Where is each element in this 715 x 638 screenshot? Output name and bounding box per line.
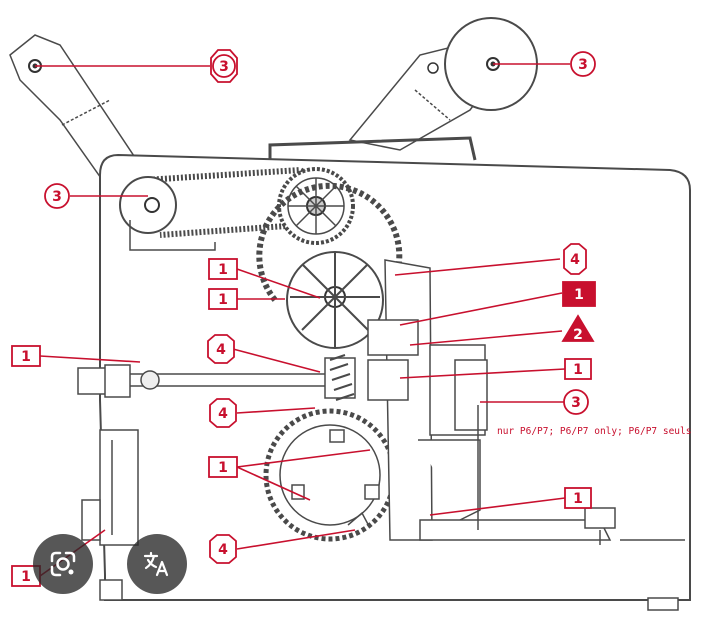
callout-label: 1 — [21, 569, 31, 585]
callout-1-d: 1 — [564, 358, 592, 380]
callout-4-bottom: 4 — [209, 534, 237, 564]
callout-label: 1 — [218, 292, 228, 308]
upper-gear-teeth — [256, 182, 403, 302]
translate-button[interactable] — [127, 534, 187, 594]
callout-4-left-a: 4 — [207, 334, 235, 364]
callout-1-c: 1 — [11, 345, 41, 367]
callout-label: 1 — [218, 460, 228, 476]
callout-3-right: 3 — [563, 389, 589, 415]
translate-icon — [143, 551, 169, 577]
callout-3-left: 3 — [44, 183, 70, 209]
housing-foot — [647, 597, 679, 611]
callout-label: 3 — [571, 395, 581, 411]
callout-1-filled: 1 — [562, 281, 596, 307]
callout-label: 3 — [219, 59, 229, 75]
callout-1-e: 1 — [208, 456, 238, 478]
callout-label: 4 — [218, 542, 228, 558]
callout-label: 4 — [216, 342, 226, 358]
callout-label: 1 — [21, 349, 31, 365]
model-note: nur P6/P7; P6/P7 only; P6/P7 seuls — [497, 426, 691, 437]
callout-label: 1 — [574, 287, 584, 303]
callout-1-f: 1 — [564, 487, 592, 509]
callout-label: 1 — [573, 362, 583, 378]
callout-label: 1 — [218, 262, 228, 278]
callout-label: 4 — [570, 252, 580, 268]
callout-label: 3 — [52, 189, 62, 205]
callout-3-top-left: 3 — [210, 49, 238, 83]
drive-shaft — [77, 357, 356, 399]
google-lens-button[interactable] — [33, 534, 93, 594]
callout-4-upper-right: 4 — [563, 243, 587, 275]
google-lens-icon — [50, 551, 76, 577]
callout-2-triangle: 2 — [561, 314, 595, 343]
callout-1-a: 1 — [208, 258, 238, 280]
callout-1-b: 1 — [208, 288, 238, 310]
callout-label: 1 — [573, 491, 583, 507]
callout-4-left-b: 4 — [209, 398, 237, 428]
callout-label: 3 — [578, 57, 588, 73]
left-lever — [81, 429, 139, 601]
callout-label: 2 — [573, 327, 583, 343]
carry-handle — [268, 136, 477, 161]
film-gate-assembly — [367, 259, 685, 541]
callout-label: 4 — [218, 406, 228, 422]
worm-gear — [329, 354, 355, 401]
callout-3-top-right: 3 — [570, 51, 596, 77]
